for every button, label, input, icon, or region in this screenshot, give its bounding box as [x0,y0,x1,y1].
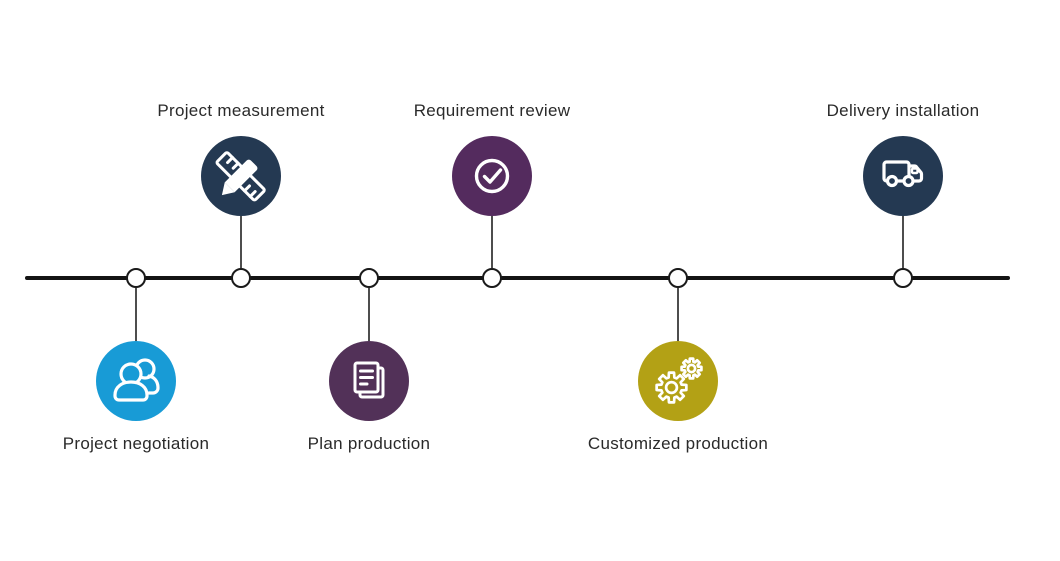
documents-icon [353,361,385,399]
connector [677,288,679,341]
timeline-node [481,267,502,288]
timeline-node [667,267,688,288]
step-label: Delivery installation [826,101,980,120]
connector [368,288,370,341]
truck-icon [882,160,924,188]
step-bubble-project-negotiation [96,341,176,421]
connector [240,216,242,268]
connector [491,216,493,268]
step-label: Project measurement [157,101,325,120]
timeline-node [125,267,146,288]
connector [902,216,904,268]
timeline-node [358,267,379,288]
people-icon [113,358,160,402]
step-circle [638,341,718,421]
timeline-node [230,267,251,288]
step-bubble-plan-production [329,341,409,421]
step-circle [863,136,943,216]
step-bubble-project-measurement [201,136,281,216]
step-label: Plan production [307,434,431,453]
connector [135,288,137,341]
ruler-pencil-icon [215,151,266,202]
step-bubble-customized-production [638,341,718,421]
step-bubble-delivery-installation [863,136,943,216]
check-circle-icon [474,158,510,194]
step-label: Customized production [587,434,769,453]
timeline-node [892,267,913,288]
step-label: Requirement review [413,101,571,120]
step-label: Project negotiation [62,434,210,453]
step-circle [452,136,532,216]
step-bubble-requirement-review [452,136,532,216]
timeline-axis [25,276,1010,280]
